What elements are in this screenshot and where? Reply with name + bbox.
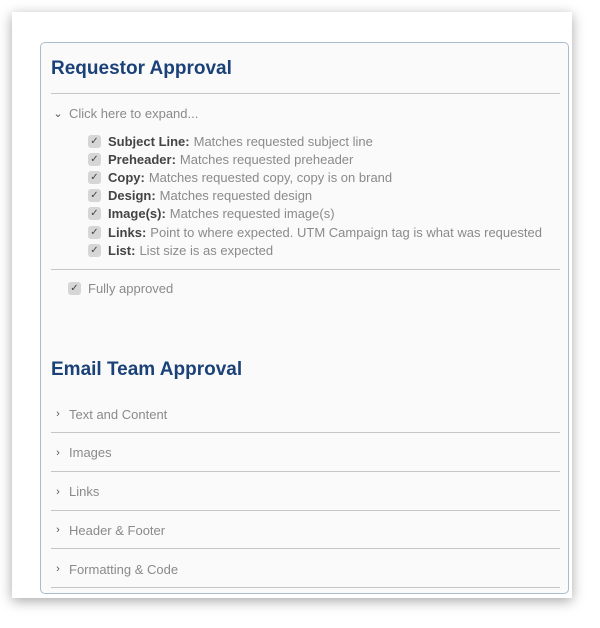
fully-approved-label: Fully approved [88,280,174,296]
chevron-right-icon: › [56,563,60,576]
checklist-item[interactable]: ✓ Subject Line:Matches requested subject … [88,132,373,150]
item-text: Matches requested image(s) [169,206,335,222]
divider [51,587,560,589]
divider [51,269,560,270]
expand-label: Click here to expand... [69,105,199,121]
section-label: Header & Footer [69,522,166,538]
section-label: Formatting & Code [69,561,179,577]
chevron-down-icon: ⌄ [53,107,63,120]
section-label: Links [69,484,100,500]
accordion-section[interactable]: › Formatting & Code [51,560,178,578]
accordion-section[interactable]: › Images [51,444,112,462]
card: Requestor Approval ⌄ Click here to expan… [12,12,572,598]
item-text: Matches requested design [159,188,313,204]
divider [51,509,560,511]
fully-approved-checkbox[interactable]: ✓ Fully approved [68,279,173,297]
section-label: Text and Content [69,406,168,422]
checklist-item[interactable]: ✓ Links:Point to where expected. UTM Camp… [88,223,542,241]
chevron-right-icon: › [56,524,60,537]
item-label: List: [108,242,136,258]
section-label: Images [69,445,112,461]
checkbox-checked-icon: ✓ [88,207,101,221]
divider [51,548,560,550]
checkbox-checked-icon: ✓ [88,170,101,184]
approval-panel: Requestor Approval ⌄ Click here to expan… [40,42,569,594]
expand-toggle[interactable]: ⌄ Click here to expand... [51,104,198,122]
item-label: Preheader: [108,151,176,167]
item-text: Matches requested preheader [179,151,354,167]
chevron-right-icon: › [56,446,60,459]
item-text: Matches requested copy, copy is on brand [148,169,393,185]
checklist-item[interactable]: ✓ Image(s):Matches requested image(s) [88,205,335,223]
checklist-item[interactable]: ✓ List:List size is as expected [88,241,273,259]
item-label: Subject Line: [108,133,190,149]
chevron-right-icon: › [56,485,60,498]
item-text: List size is as expected [139,242,274,258]
item-label: Links: [108,224,147,240]
item-label: Design: [108,188,156,204]
item-label: Copy: [108,169,145,185]
checkbox-checked-icon: ✓ [88,152,101,166]
checkbox-checked-icon: ✓ [88,225,101,239]
checklist-item[interactable]: ✓ Copy:Matches requested copy, copy is on… [88,168,392,186]
checkbox-checked-icon: ✓ [88,189,101,203]
accordion-section[interactable]: › Text and Content [51,405,167,423]
chevron-right-icon: › [56,408,60,420]
divider [51,470,560,472]
item-text: Matches requested subject line [193,133,373,149]
checklist-item[interactable]: ✓ Preheader:Matches requested preheader [88,150,353,168]
item-text: Point to where expected. UTM Campaign ta… [150,224,542,240]
divider [51,432,560,433]
accordion-section[interactable]: › Links [51,483,99,501]
requestor-approval-title: Requestor Approval [51,58,232,79]
checkbox-checked-icon: ✓ [88,243,101,257]
accordion-section[interactable]: › Header & Footer [51,521,165,539]
checkbox-checked-icon: ✓ [68,281,81,295]
email-team-approval-title: Email Team Approval [51,359,243,380]
divider [51,93,560,94]
checkbox-checked-icon: ✓ [88,134,101,148]
checklist-item[interactable]: ✓ Design:Matches requested design [88,187,312,205]
item-label: Image(s): [108,206,166,222]
